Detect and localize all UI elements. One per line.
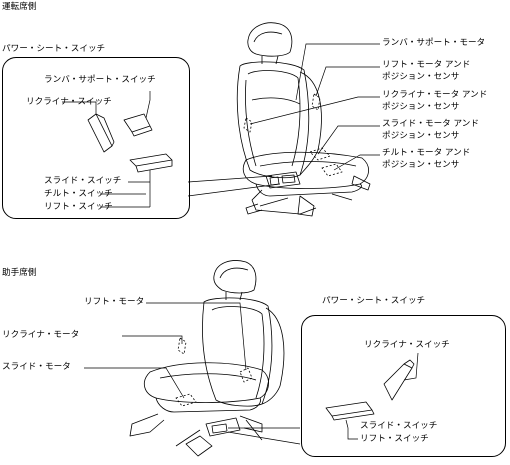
passenger-slide-motor-label: スライド・モータ	[2, 362, 71, 372]
driver-recliner-motor-label-2: ポジション・センサ	[382, 102, 460, 112]
driver-seat-drawing	[236, 22, 371, 217]
driver-slide-motor-label-1: スライド・モータ アンド	[382, 119, 479, 129]
driver-section-title: 運転席側	[2, 2, 37, 12]
driver-switch-callout-box	[2, 57, 190, 219]
driver-switch-icons	[87, 113, 173, 173]
driver-tilt-motor-label-2: ポジション・センサ	[382, 160, 460, 170]
passenger-seat-drawing	[129, 260, 285, 457]
driver-slide-motor-label-2: ポジション・センサ	[382, 131, 460, 141]
passenger-slide-switch-label: スライド・スイッチ	[360, 421, 438, 431]
driver-recliner-motor-label-1: リクライナ・モータ アンド	[382, 90, 488, 100]
driver-tilt-switch-label: チルト・スイッチ	[44, 189, 113, 199]
driver-recliner-switch-label: リクライナ・スイッチ	[26, 97, 112, 107]
driver-lumbar-switch-label: ランバ・サポート・スイッチ	[44, 75, 156, 85]
driver-tilt-motor-label-1: チルト・モータ アンド	[382, 148, 471, 158]
passenger-switch-callout-box	[301, 315, 506, 457]
driver-lift-switch-label: リフト・スイッチ	[44, 202, 113, 212]
driver-slide-switch-label: スライド・スイッチ	[44, 176, 122, 186]
passenger-switch-icons	[325, 359, 415, 421]
driver-lift-motor-label-2: ポジション・センサ	[382, 72, 460, 82]
passenger-recliner-motor-label: リクライナ・モータ	[2, 330, 80, 340]
driver-lift-motor-label-1: リフト・モータ アンド	[382, 60, 471, 70]
passenger-lift-motor-label: リフト・モータ	[84, 297, 145, 307]
passenger-lift-switch-label: リフト・スイッチ	[360, 434, 429, 444]
driver-lumbar-motor-label: ランバ・サポート・モータ	[382, 38, 486, 48]
passenger-recliner-switch-label: リクライナ・スイッチ	[364, 340, 450, 350]
passenger-section-title: 助手席側	[2, 268, 37, 278]
passenger-switch-group-title: パワー・シート・スイッチ	[322, 296, 426, 306]
driver-switch-group-title: パワー・シート・スイッチ	[2, 44, 106, 54]
